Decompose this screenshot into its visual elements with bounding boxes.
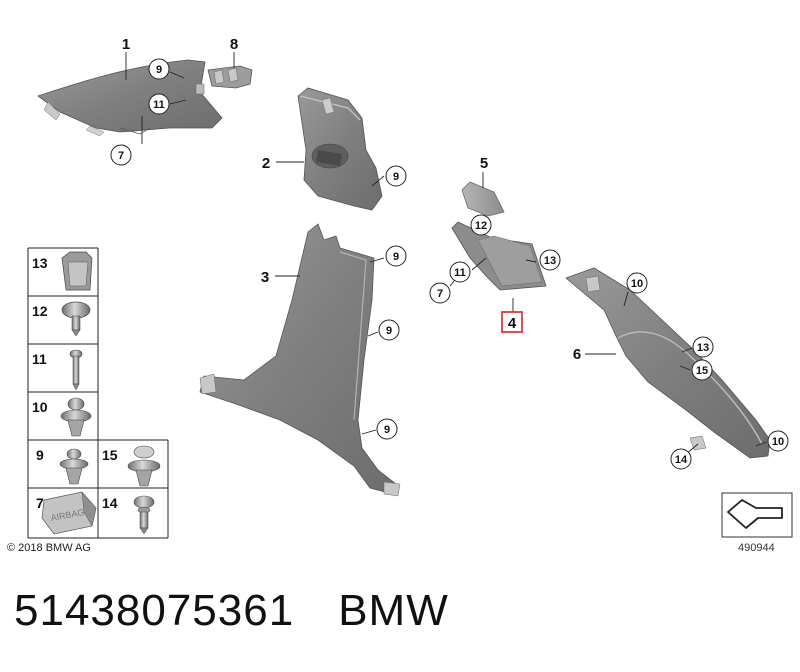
callout: 9 (385, 165, 407, 187)
callout: 15 (691, 359, 713, 381)
callouts: 9 11 7 9 9 9 9 12 11 7 13 10 13 15 14 10 (110, 58, 789, 470)
callout: 10 (767, 430, 789, 452)
part-8-bracket (207, 65, 253, 89)
callout: 14 (670, 448, 692, 470)
part-label-3: 3 (261, 269, 269, 286)
clip-9-icon (59, 448, 89, 485)
callout: 9 (148, 58, 170, 80)
callout: 10 (626, 272, 648, 294)
part-1-pillar-trim (37, 59, 223, 137)
callout: 9 (385, 245, 407, 267)
svg-text:7: 7 (437, 288, 443, 300)
svg-text:10: 10 (631, 278, 643, 290)
legend-label-10: 10 (32, 399, 48, 415)
part-3-pillar-trim (199, 223, 401, 497)
highlight-box (501, 311, 523, 333)
legend-label-7: 7 (36, 495, 44, 511)
screw-12-icon (61, 301, 91, 337)
part-5-cover (461, 181, 505, 217)
svg-text:9: 9 (386, 325, 392, 337)
callout: 7 (110, 144, 132, 166)
legend-label-9: 9 (36, 447, 44, 463)
part-labels: 1 2 3 4 5 6 8 (122, 36, 581, 363)
part-label-8: 8 (230, 36, 238, 53)
svg-text:14: 14 (675, 454, 688, 466)
svg-text:15: 15 (696, 365, 708, 377)
fastener-legend (27, 247, 169, 539)
clip-15-icon (127, 445, 161, 487)
part-6-pillar-trim (565, 267, 771, 459)
svg-text:13: 13 (697, 342, 709, 354)
part-number: 51438075361 (14, 586, 295, 635)
callout: 12 (470, 214, 492, 236)
view-orientation-icon (721, 492, 793, 538)
part-4-cover (451, 221, 547, 291)
callout: 13 (539, 249, 561, 271)
callout: 11 (148, 93, 170, 115)
clip-13-icon (61, 251, 93, 291)
svg-text:11: 11 (454, 267, 466, 279)
clip-10-icon (60, 397, 92, 437)
svg-text:9: 9 (393, 251, 399, 263)
part-label-2: 2 (262, 155, 270, 172)
diagram-id: 490944 (738, 542, 775, 554)
svg-text:9: 9 (384, 424, 390, 436)
brand-name: BMW (338, 586, 449, 635)
svg-text:13: 13 (544, 255, 556, 267)
screw-11-icon (69, 349, 83, 391)
part-label-4: 4 (508, 315, 517, 332)
part-label-6: 6 (573, 346, 581, 363)
legend-label-12: 12 (32, 303, 48, 319)
svg-text:7: 7 (118, 150, 124, 162)
svg-text:9: 9 (156, 64, 162, 76)
exploded-view: 1 2 3 4 5 6 8 9 11 7 9 9 9 9 12 11 7 13 … (27, 36, 793, 539)
part-label-1: 1 (122, 36, 130, 53)
legend-label-11: 11 (32, 351, 47, 367)
callout: 7 (429, 282, 451, 304)
svg-text:10: 10 (772, 436, 784, 448)
screw-14-icon (133, 495, 155, 535)
callout: 13 (692, 336, 714, 358)
callout: 9 (378, 319, 400, 341)
svg-text:11: 11 (153, 99, 165, 111)
legend-label-15: 15 (102, 447, 118, 463)
airbag-clip-7-icon: AIRBAG (41, 491, 97, 535)
legend-label-14: 14 (102, 495, 118, 511)
callout: 9 (376, 418, 398, 440)
part-2-pillar-trim (297, 87, 383, 211)
copyright-notice: © 2018 BMW AG (7, 542, 91, 554)
svg-text:12: 12 (475, 220, 487, 232)
callout: 11 (449, 261, 471, 283)
legend-labels: 13 12 11 10 9 15 7 14 (32, 255, 118, 511)
part-label-5: 5 (480, 155, 488, 172)
legend-label-13: 13 (32, 255, 48, 271)
svg-text:9: 9 (393, 171, 399, 183)
caption: 51438075361 BMW (14, 586, 493, 636)
